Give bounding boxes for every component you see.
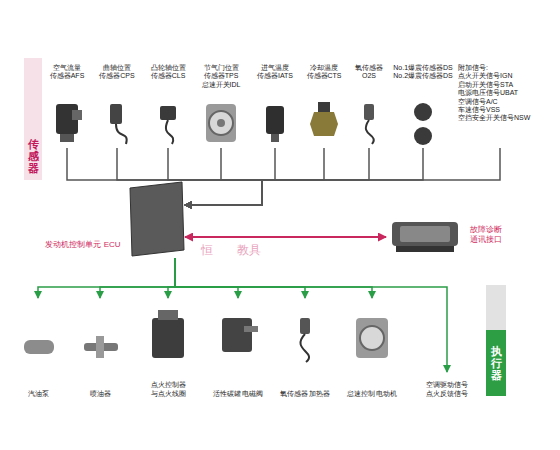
node-text: 喷油器 xyxy=(90,390,111,398)
node-text: 空调驱动信号 点火反馈信号 xyxy=(412,381,482,398)
connector xyxy=(175,258,372,298)
watermark: 恒 xyxy=(200,242,214,259)
connector xyxy=(185,148,324,205)
sensor-item: 凸轮轴位置 传感器CLS xyxy=(144,64,192,148)
connector xyxy=(185,148,369,205)
connector xyxy=(175,258,305,298)
actuator-pictures xyxy=(24,310,388,362)
sensor-item: 进气温度 传感器IATS xyxy=(252,64,298,148)
connector xyxy=(185,148,500,205)
node-text: 氧传感器 O2S xyxy=(350,64,388,81)
connector xyxy=(175,258,447,372)
actuator-item: 点火控制器 与点火线圈 xyxy=(138,298,198,398)
connector xyxy=(185,236,386,238)
node-text: 凸轮轴位置 传感器CLS xyxy=(144,64,192,81)
connector xyxy=(168,148,262,205)
node-text: 冷却温度 传感器CTS xyxy=(302,64,346,81)
node-text: 电源电压信号UBAT xyxy=(458,89,518,97)
sensor-item: 节气门位置 传感器TPS 怠速开关IDL xyxy=(196,64,246,148)
sensor-item: No.1爆震传感器DS No.2爆震传感器DS xyxy=(392,64,454,148)
connector xyxy=(168,258,175,298)
diagnosis-connector-picture xyxy=(392,222,458,252)
sensor-pictures xyxy=(56,102,432,145)
node-text: 点火开关信号IGN xyxy=(458,72,512,80)
signal-list: 附加信号:点火开关信号IGN启动开关信号STA电源电压信号UBAT空调信号A/C… xyxy=(458,64,542,148)
connector xyxy=(67,148,262,205)
node-text: 空调信号A/C xyxy=(458,98,498,106)
diagnosis-port: 故障诊断 通讯接口 xyxy=(386,214,536,256)
sensor-item: 空气流量 传感器AFS xyxy=(44,64,90,148)
node-text: 执行器 xyxy=(491,345,502,381)
actuator-item: 氧传感器 加热器 xyxy=(276,298,334,398)
node-text: 启动开关信号STA xyxy=(458,81,513,89)
node-text: 空气流量 传感器AFS xyxy=(44,64,90,81)
node-text: 节气门位置 传感器TPS 怠速开关IDL xyxy=(196,64,246,89)
node-text: 附加信号: xyxy=(458,64,488,72)
node-text: 进气温度 传感器IATS xyxy=(252,64,298,81)
sensor-item: 冷却温度 传感器CTS xyxy=(302,64,346,148)
node-text: 车速信号VSS xyxy=(458,106,500,114)
watermark: 教具 xyxy=(236,242,262,259)
actuator-item: 汽油泵 xyxy=(10,298,66,398)
actuator-item: 怠速控制 电动机 xyxy=(342,298,402,398)
node-text: 发动机控制单元 ECU xyxy=(40,240,126,250)
node-text: 空挡安全开关信号NSW xyxy=(458,114,530,122)
node-text: 活性碳罐 电磁阀 xyxy=(213,390,264,398)
connector xyxy=(185,148,262,205)
node-text: 故障诊断 通讯接口 xyxy=(470,225,510,246)
band-top xyxy=(486,285,506,330)
connector xyxy=(117,148,262,205)
ecu-unit: 发动机控制单元 ECU xyxy=(40,182,185,258)
sensor-band: 传感器 xyxy=(24,58,42,180)
connector xyxy=(175,258,238,298)
connector xyxy=(38,258,175,298)
node-text: 氧传感器 加热器 xyxy=(280,390,331,398)
ecu-picture xyxy=(130,182,184,256)
connector xyxy=(185,148,423,205)
node-text: 汽油泵 xyxy=(28,390,49,398)
sensor-item: 氧传感器 O2S xyxy=(350,64,388,148)
node-text: No.1爆震传感器DS No.2爆震传感器DS xyxy=(392,64,454,81)
node-text: 传感器 xyxy=(28,138,39,174)
connector xyxy=(100,258,175,298)
actuator-signal: 空调驱动信号 点火反馈信号 xyxy=(412,372,482,398)
actuator-band: 执行器 xyxy=(486,330,506,396)
node-text: 怠速控制 电动机 xyxy=(347,390,398,398)
actuator-item: 喷油器 xyxy=(72,298,128,398)
node-text: 点火控制器 与点火线圈 xyxy=(138,381,198,398)
actuator-item: 活性碳罐 电磁阀 xyxy=(208,298,268,398)
node-text: 曲轴位置 传感器CPS xyxy=(94,64,140,81)
sensor-item: 曲轴位置 传感器CPS xyxy=(94,64,140,148)
